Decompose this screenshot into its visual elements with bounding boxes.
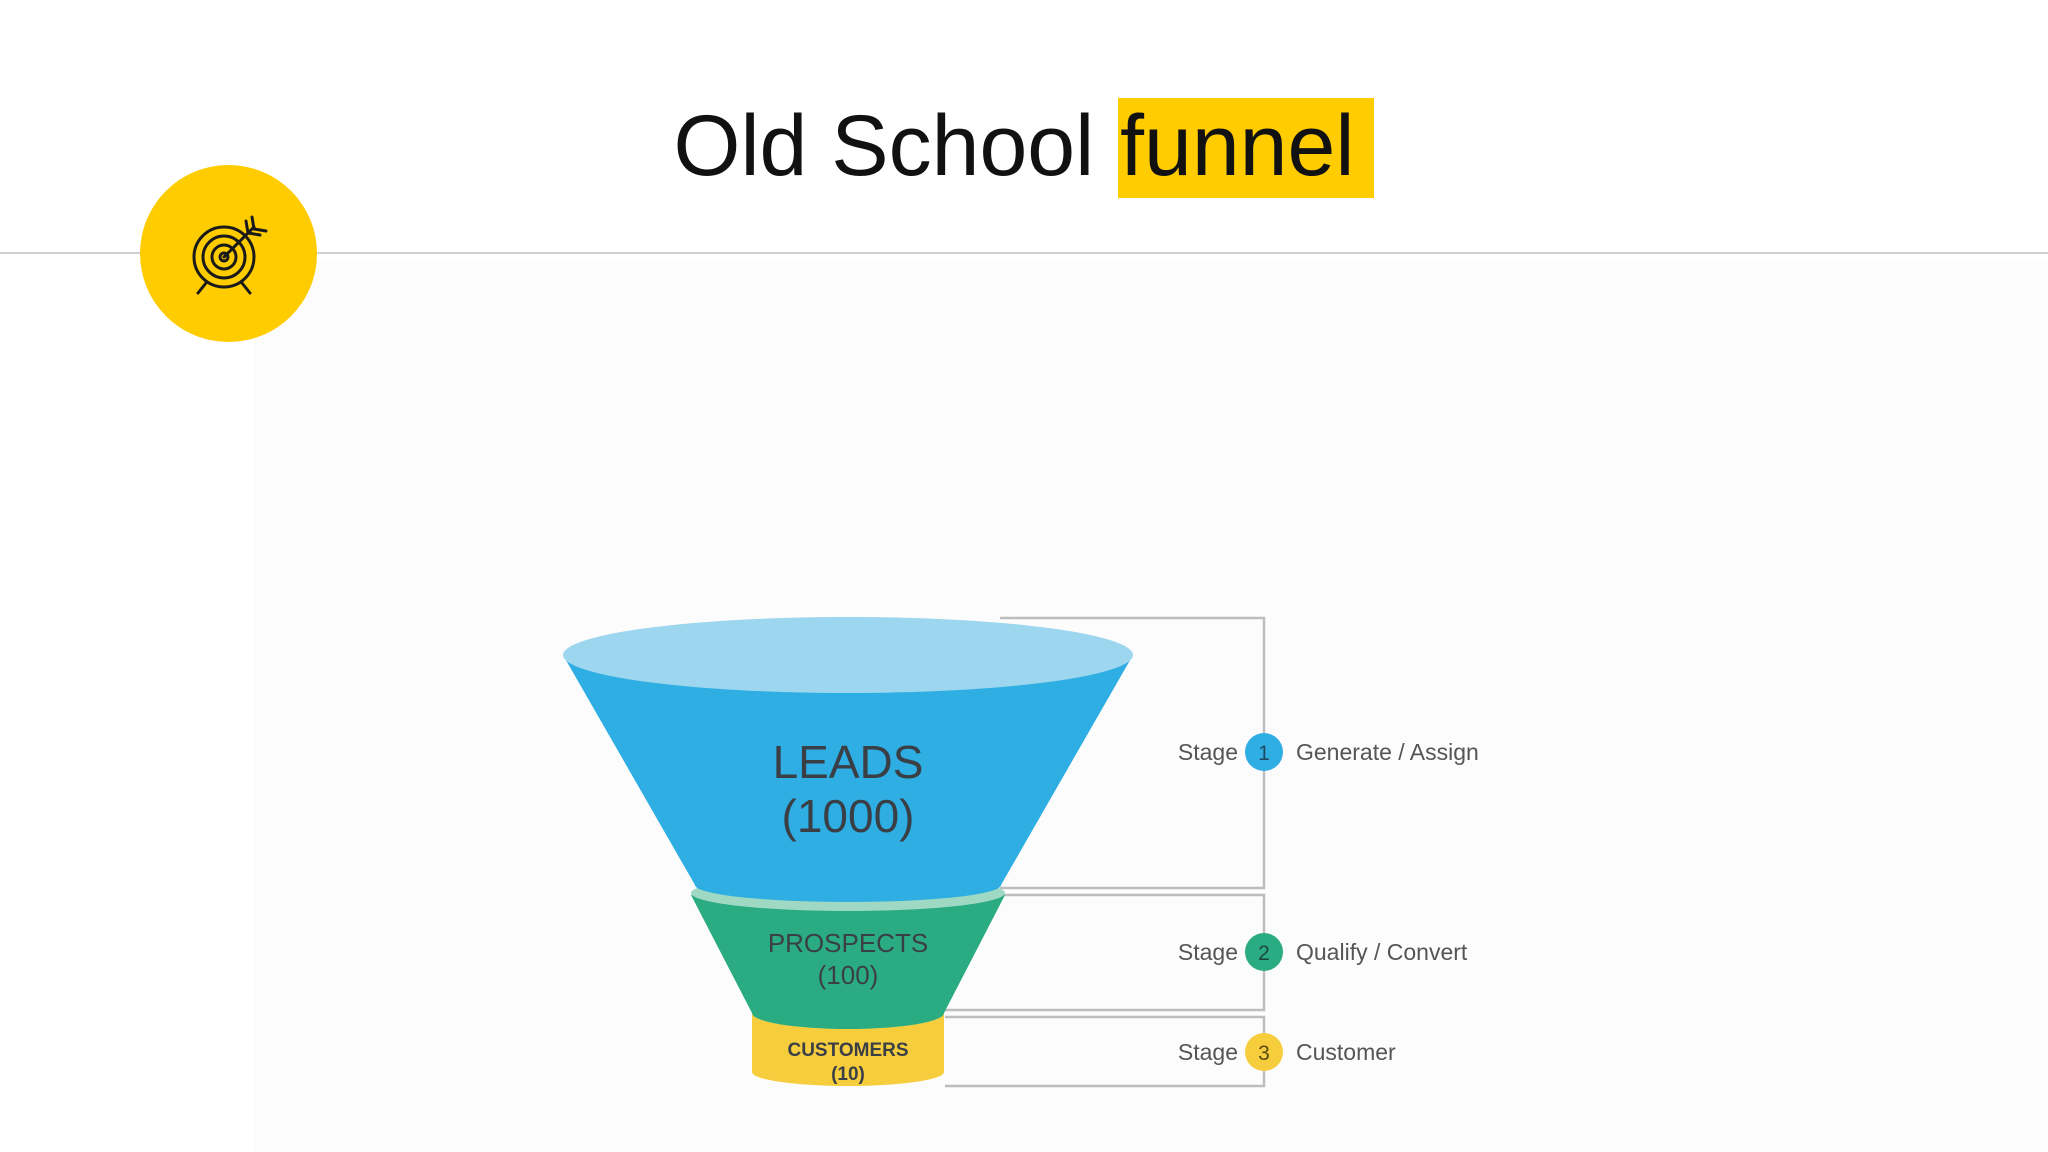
prospects-label: PROSPECTS bbox=[768, 928, 928, 958]
stage-3-number-badge bbox=[1245, 1033, 1283, 1071]
stage-1-number: 1 bbox=[1258, 742, 1270, 765]
customers-label: CUSTOMERS bbox=[787, 1040, 908, 1061]
stage-2-word: Stage bbox=[1178, 939, 1238, 965]
customers-segment bbox=[752, 1013, 944, 1086]
slide-title: Old School funnel bbox=[0, 96, 2048, 198]
stage-3-word: Stage bbox=[1178, 1039, 1238, 1065]
target-arrow-icon bbox=[192, 215, 268, 295]
leads-top bbox=[563, 617, 1133, 693]
stage-1-number-badge bbox=[1245, 733, 1283, 771]
target-badge bbox=[140, 165, 317, 342]
leads-count: (1000) bbox=[782, 790, 915, 842]
prospects-count: (100) bbox=[818, 960, 879, 990]
stage-2-number-badge bbox=[1245, 933, 1283, 971]
leads-segment bbox=[563, 655, 1133, 902]
prospects-segment bbox=[691, 895, 1005, 1029]
figure-background bbox=[255, 260, 2048, 1152]
stage-1-action: Generate / Assign bbox=[1296, 739, 1479, 765]
stage-3-action: Customer bbox=[1296, 1039, 1396, 1065]
title-plain: Old School bbox=[673, 98, 1119, 194]
title-highlight: funnel bbox=[1118, 98, 1375, 198]
stage-2-action: Qualify / Convert bbox=[1296, 939, 1468, 965]
customers-count: (10) bbox=[831, 1064, 865, 1085]
stage-3-number: 3 bbox=[1258, 1042, 1270, 1065]
title-divider bbox=[0, 252, 2048, 254]
leads-label: LEADS bbox=[773, 736, 924, 788]
stage-1-word: Stage bbox=[1178, 739, 1238, 765]
stage-2-number: 2 bbox=[1258, 942, 1270, 965]
